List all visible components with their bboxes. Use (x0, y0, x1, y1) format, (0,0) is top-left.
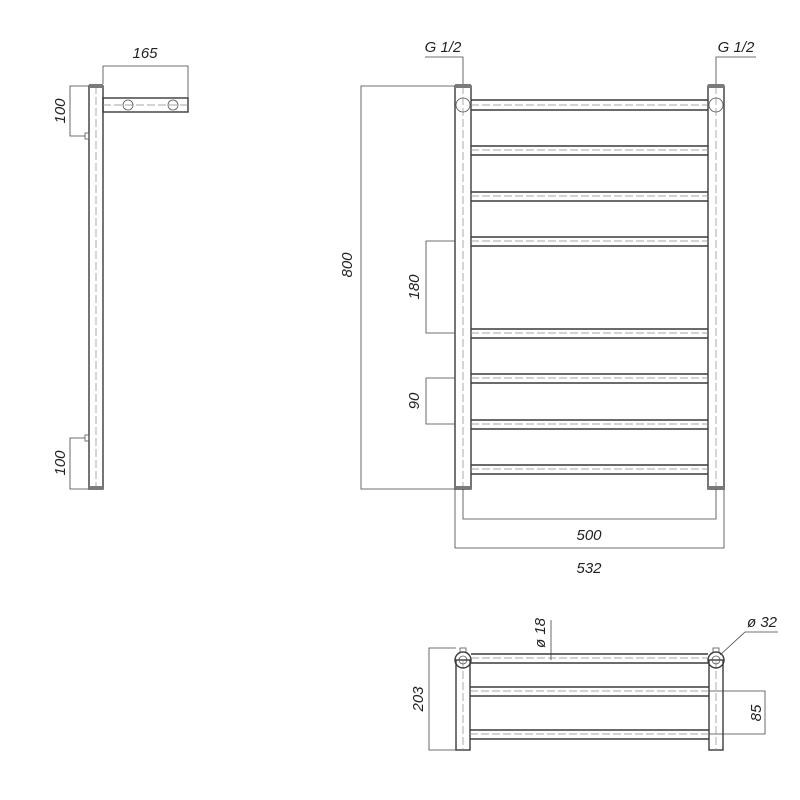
rung (471, 191, 708, 202)
rung-diameter-label: ø 18 (532, 617, 549, 648)
top-depth-label: 203 (410, 686, 427, 713)
side-bottom-mount-label: 100 (52, 450, 69, 476)
side-view: 165 100 100 (52, 45, 189, 490)
side-arm-hole (122, 99, 134, 111)
side-depth-label: 165 (132, 45, 158, 62)
top-view: ø 18 ø 32 203 85 (410, 614, 778, 751)
side-arm-hole (167, 99, 179, 111)
height-label: 800 (339, 252, 356, 278)
top-rung (470, 729, 709, 740)
rung (471, 464, 708, 475)
side-post-top-cap (89, 84, 103, 88)
rung (471, 419, 708, 430)
rung-gap-large-label: 180 (406, 274, 423, 300)
rung-gap-small-label: 90 (406, 392, 423, 409)
rung (471, 236, 708, 247)
rung (471, 373, 708, 384)
post-diameter-label: ø 32 (747, 614, 778, 631)
side-post-bottom-cap (89, 486, 103, 490)
front-left-inlet (455, 97, 471, 113)
rung (471, 328, 708, 339)
side-top-mount-label: 100 (52, 98, 69, 124)
center-width-label: 500 (576, 527, 602, 544)
top-rung-gap-label: 85 (748, 704, 765, 721)
rung (471, 145, 708, 156)
top-rung (471, 653, 708, 664)
left-connection-label: G 1/2 (425, 39, 462, 56)
front-right-inlet (708, 97, 724, 113)
overall-width-label: 532 (576, 560, 602, 577)
rung (471, 99, 708, 111)
front-rungs (471, 99, 708, 475)
front-view: G 1/2 G 1/2 800 180 90 500 532 (339, 39, 756, 577)
top-rung (470, 686, 709, 697)
right-connection-label: G 1/2 (718, 39, 755, 56)
